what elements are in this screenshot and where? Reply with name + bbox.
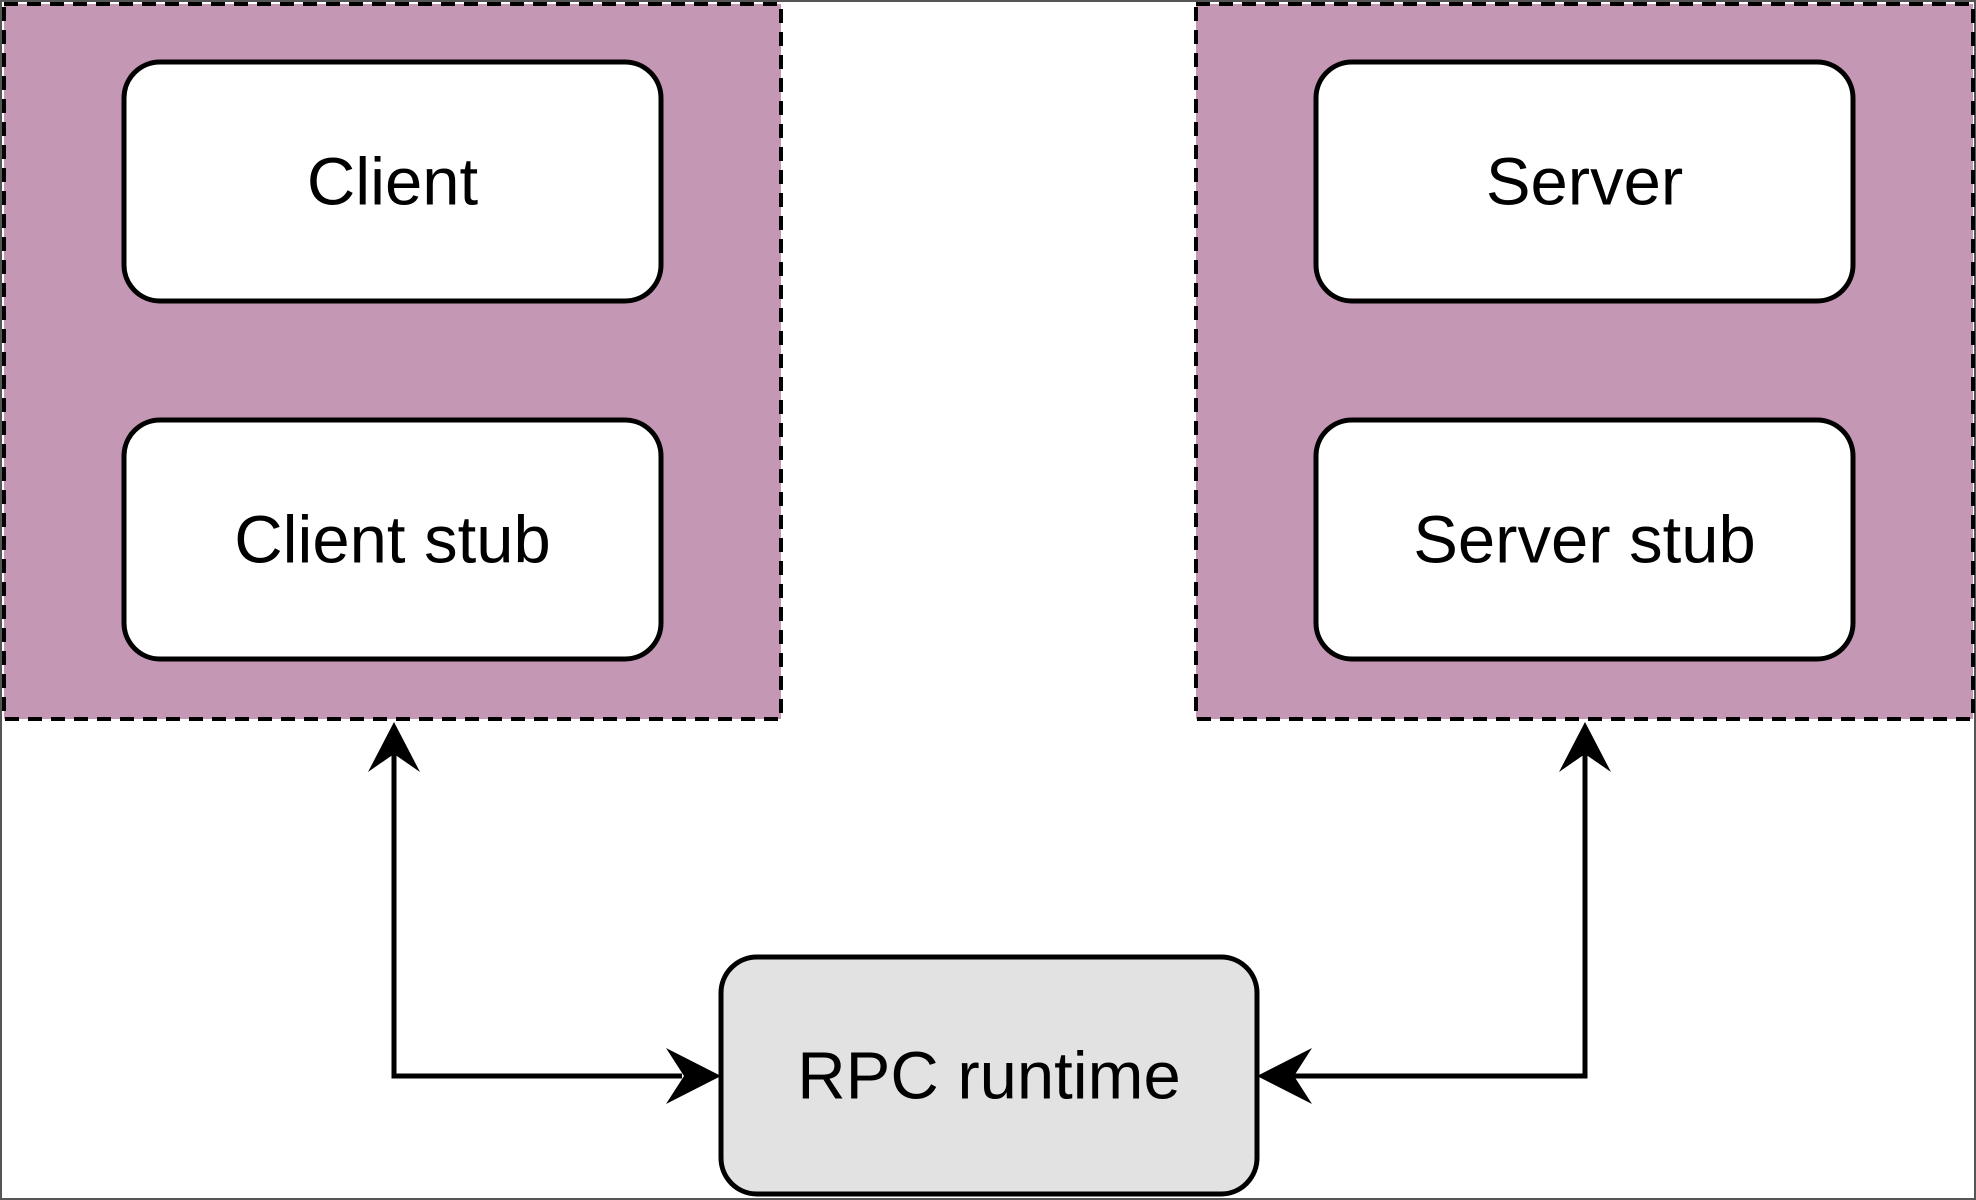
server-side-arrowhead [1559, 722, 1611, 772]
client-runtime-line [391, 752, 682, 1079]
runtime-left-arrowhead [666, 1048, 721, 1104]
server-stub-label: Server stub [1413, 503, 1756, 578]
client-group: Client Client stub [2, 2, 783, 721]
runtime-right-arrowhead [1257, 1048, 1312, 1104]
server-label: Server [1486, 145, 1683, 220]
server-box[interactable]: Server [1313, 59, 1856, 304]
rpc-runtime-label: RPC runtime [797, 1039, 1180, 1114]
client-label: Client [307, 145, 479, 220]
client-stub-box[interactable]: Client stub [121, 417, 664, 662]
client-side-arrowhead [368, 722, 420, 772]
server-stub-box[interactable]: Server stub [1313, 417, 1856, 662]
server-group: Server Server stub [1194, 2, 1975, 721]
client-runtime-connector [368, 722, 721, 1104]
server-runtime-connector [1257, 722, 1611, 1104]
client-stub-label: Client stub [234, 503, 551, 578]
rpc-runtime-box[interactable]: RPC runtime [718, 954, 1260, 1197]
client-box[interactable]: Client [121, 59, 664, 304]
server-runtime-line [1294, 752, 1588, 1079]
